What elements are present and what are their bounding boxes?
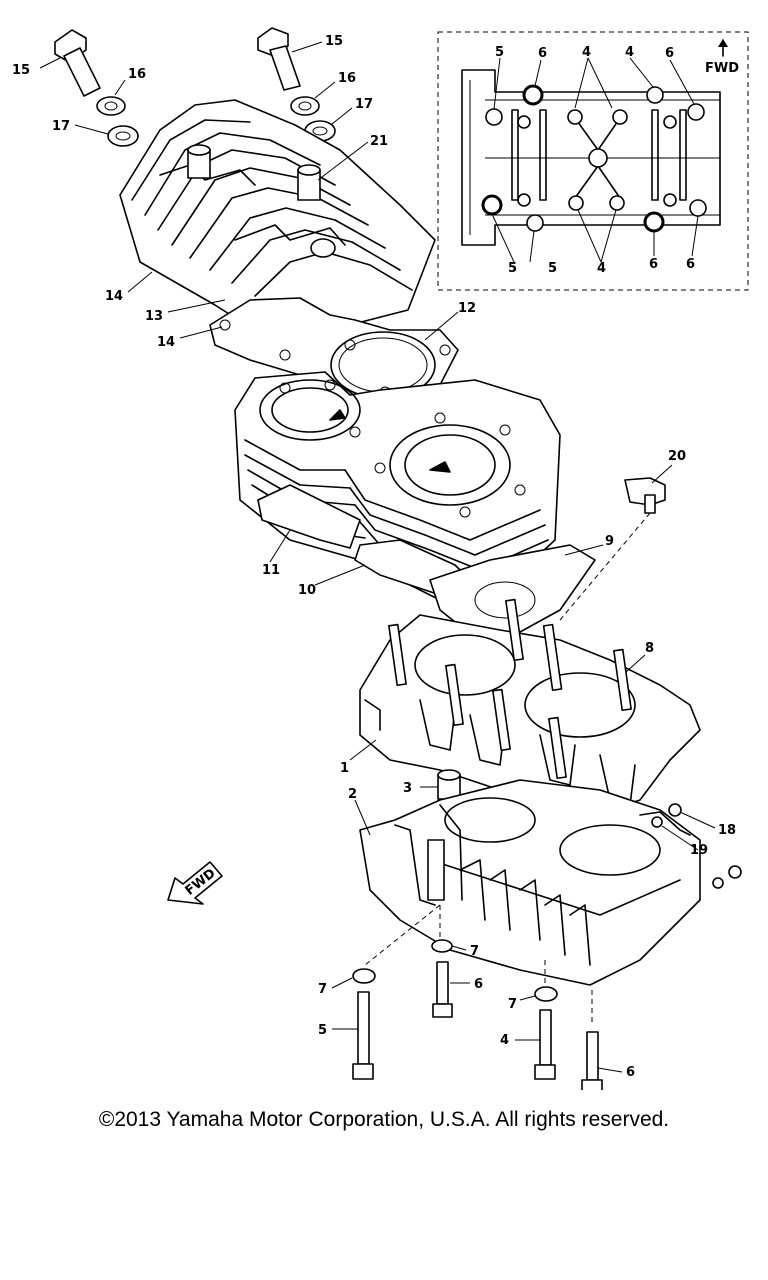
inset-fwd-label: FWD <box>705 61 739 76</box>
bolt-4 <box>534 1009 556 1080</box>
callout-13: 13 <box>145 309 163 324</box>
inset-callout-5-bottom-1: 5 <box>508 261 517 276</box>
torque-sequence-inset: FWD 5 <box>437 31 749 291</box>
callout-18: 18 <box>718 823 736 838</box>
upper-crankcase <box>359 598 701 821</box>
lower-crankcase <box>359 779 701 986</box>
callout-6-center: 6 <box>474 977 483 992</box>
callout-7-left: 7 <box>318 982 327 997</box>
callout-16-right: 16 <box>338 71 356 86</box>
callout-7-center: 7 <box>470 944 479 959</box>
callout-17-right: 17 <box>355 97 373 112</box>
inset-callout-5-bottom-2: 5 <box>548 261 557 276</box>
inset-callout-6-bottom-1: 6 <box>649 257 658 272</box>
callout-7-right: 7 <box>508 997 517 1012</box>
screw-18 <box>668 803 742 879</box>
callout-4: 4 <box>500 1033 509 1048</box>
washers <box>96 96 336 147</box>
callout-10: 10 <box>298 583 316 598</box>
fitting-20 <box>559 477 666 621</box>
head-bolt-left <box>54 29 101 97</box>
dowel-pin-3 <box>437 769 461 800</box>
inset-callout-6-bottom-2: 6 <box>686 257 695 272</box>
callout-2: 2 <box>348 787 357 802</box>
copyright-notice: ©2013 Yamaha Motor Corporation, U.S.A. A… <box>98 1108 670 1131</box>
inset-callout-5-top: 5 <box>495 45 504 60</box>
inset-callout-4-top-1: 4 <box>582 45 591 60</box>
inset-callout-6-top-1: 6 <box>538 46 547 61</box>
callout-9: 9 <box>605 534 614 549</box>
exploded-parts-diagram: FWD 5 <box>12 27 749 1090</box>
callout-16-left: 16 <box>128 67 146 82</box>
bottom-bolts <box>352 904 603 1090</box>
bolt-6-center <box>432 961 453 1018</box>
callout-3: 3 <box>403 781 412 796</box>
callout-14-lower: 14 <box>157 335 175 350</box>
callout-5: 5 <box>318 1023 327 1038</box>
fwd-arrow: FWD <box>167 861 223 905</box>
callout-17-left: 17 <box>52 119 70 134</box>
leader-lines <box>39 41 716 1073</box>
inset-callout-6-top-2: 6 <box>665 46 674 61</box>
inset-callout-4-bottom: 4 <box>597 261 606 276</box>
callout-19: 19 <box>690 843 708 858</box>
washer-19 <box>651 816 724 889</box>
spark-plug-boss-right <box>297 164 321 201</box>
callout-1: 1 <box>340 761 349 776</box>
head-bolt-right <box>257 27 301 91</box>
callout-14-upper: 14 <box>105 289 123 304</box>
callout-12: 12 <box>458 301 476 316</box>
spark-plug-boss-left <box>187 144 211 179</box>
callout-20: 20 <box>668 449 686 464</box>
cylinder-head <box>119 99 436 341</box>
inset-fwd-arrow: FWD <box>705 39 739 76</box>
base-gasket-9 <box>429 544 596 633</box>
bolt-5 <box>352 991 374 1080</box>
callout-21: 21 <box>370 134 388 149</box>
base-gasket-11 <box>257 484 361 549</box>
callout-11: 11 <box>262 563 280 578</box>
callout-15-right: 15 <box>325 34 343 49</box>
callout-8: 8 <box>645 641 654 656</box>
callout-6-right: 6 <box>626 1065 635 1080</box>
inset-callout-4-top-2: 4 <box>625 45 634 60</box>
bolt-6-right <box>581 1031 603 1090</box>
callout-15-left: 15 <box>12 63 30 78</box>
